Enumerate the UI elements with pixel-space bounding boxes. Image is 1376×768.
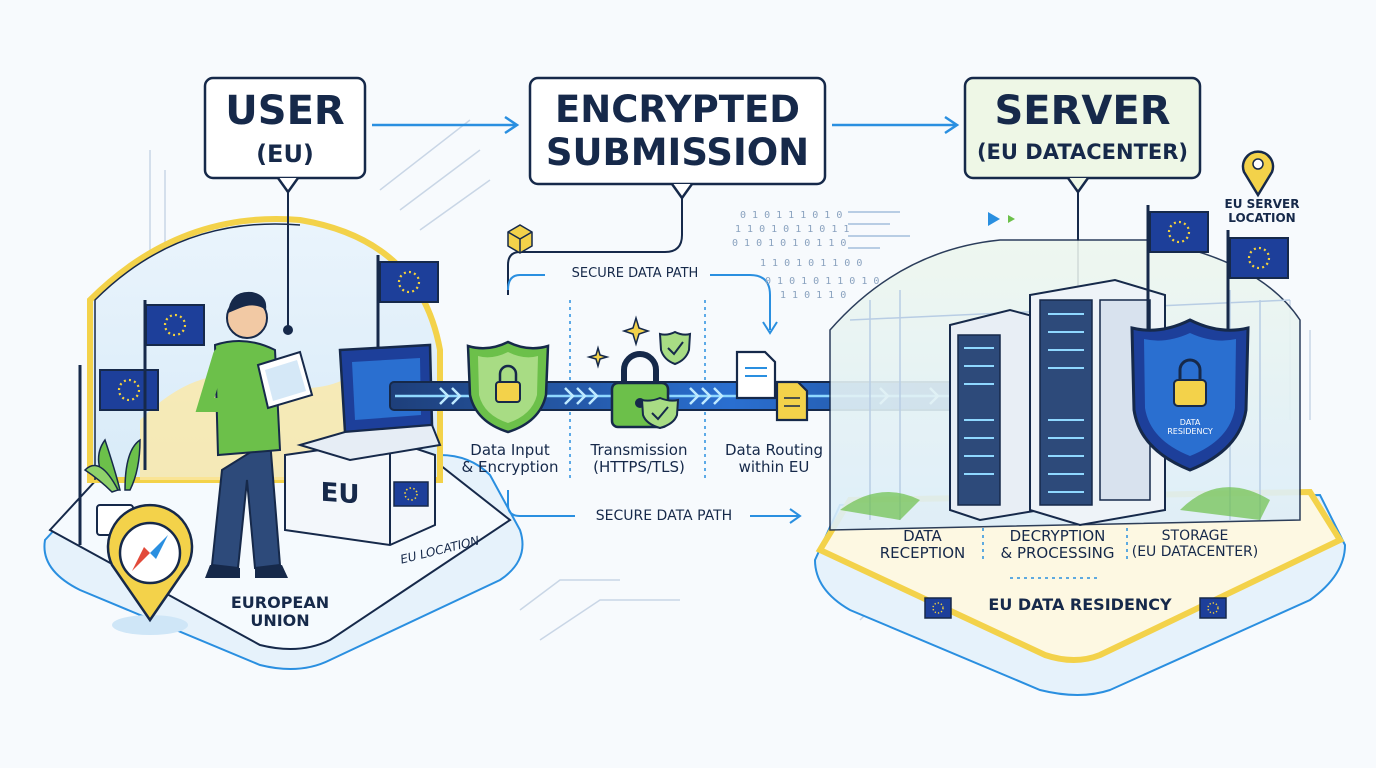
secure-path-bottom-line: [507, 490, 802, 524]
eu-flag-left-3: [376, 255, 440, 360]
title-box-user: [203, 76, 367, 335]
step-transmission-line2: (HTTPS/TLS): [593, 458, 685, 477]
shield-lock-icon: [466, 340, 550, 434]
eu-flag-right-1: [1146, 205, 1210, 330]
sparkle-icon: [586, 315, 651, 369]
secure-path-bottom-label: SECURE DATA PATH: [595, 508, 733, 524]
svg-text:0 1 0 1 0 1 0 1 1 0: 0 1 0 1 0 1 0 1 1 0: [732, 238, 846, 249]
location-pin-icon: [1241, 150, 1275, 198]
eu-server-location-line2: LOCATION: [1228, 210, 1296, 225]
step-transmission-label: Transmission (HTTPS/TLS): [576, 441, 702, 477]
play-icon: [988, 212, 1015, 226]
eu-flag-left-1: [78, 365, 160, 545]
secure-path-top-line: [507, 274, 778, 335]
title-server: SERVER (EU DATACENTER): [965, 88, 1200, 164]
server-step-reception-line1: DATA: [903, 527, 942, 545]
step-input-line1: Data Input: [470, 441, 550, 459]
eu-server-location-line1: EU SERVER: [1224, 197, 1300, 211]
server-step-dividers: [982, 528, 1128, 579]
eu-data-residency-label: EU DATA RESIDENCY: [988, 595, 1172, 614]
secure-path-top-label: SECURE DATA PATH: [571, 266, 699, 281]
step-dividers: [569, 300, 706, 480]
cube-icon: [507, 224, 533, 254]
server-step-reception: DATA RECEPTION: [870, 527, 975, 563]
eu-server-location-label: EU SERVER LOCATION: [1212, 197, 1312, 226]
title-submission-line2: SUBMISSION: [545, 131, 810, 174]
document-icon: [735, 350, 809, 422]
server-step-storage-line1: STORAGE: [1161, 528, 1229, 544]
rim-flag-left: [924, 597, 952, 619]
code-lines-decoration: [848, 211, 910, 249]
step-transmission-line1: Transmission: [590, 441, 688, 459]
data-residency-badge-label: DATA RESIDENCY: [1160, 418, 1220, 436]
european-union-label: EUROPEAN UNION: [210, 593, 350, 631]
title-server-line2: (EU DATACENTER): [976, 140, 1189, 164]
eu-box: [284, 438, 436, 547]
step-routing-label: Data Routing within EU: [710, 441, 838, 477]
step-input-line2: & Encryption: [461, 458, 559, 477]
flow-arrow-top-2: [832, 115, 960, 135]
eu-flag-left-2: [143, 300, 206, 470]
data-residency-shield: [1130, 318, 1250, 472]
padlock-icon: [610, 351, 680, 430]
binary-stream-decoration: 0 1 0 1 1 1 0 1 0 1 1 0 1 0 1 1 0 1 1 0 …: [732, 210, 879, 301]
svg-text:0 1 0 1 0 1 1 0 1 0: 0 1 0 1 0 1 1 0 1 0: [765, 276, 879, 287]
eu-box-label: EU: [320, 477, 360, 511]
title-box-server: [963, 76, 1202, 290]
server-step-storage-line2: (EU DATACENTER): [1131, 544, 1259, 561]
svg-text:0 1 0 1 1 1 0 1 0: 0 1 0 1 1 1 0 1 0: [740, 210, 842, 221]
server-step-reception-line2: RECEPTION: [879, 544, 966, 563]
title-box-submission: [507, 76, 827, 295]
title-user-line1: USER: [225, 88, 345, 134]
step-routing-line2: within EU: [738, 458, 810, 477]
step-input-label: Data Input & Encryption: [450, 441, 570, 477]
title-user-line2: (EU): [256, 140, 314, 168]
server-step-decryption: DECRYPTION & PROCESSING: [990, 527, 1125, 563]
tablet-icon: [256, 350, 314, 410]
step-routing-line1: Data Routing: [724, 441, 824, 459]
european-union-line1: EUROPEAN: [230, 593, 330, 612]
svg-text:1 1 0 1 0 1 1 0 1 1: 1 1 0 1 0 1 1 0 1 1: [735, 224, 849, 235]
server-step-storage: STORAGE (EU DATACENTER): [1130, 528, 1260, 560]
server-step-decryption-line1: DECRYPTION: [1009, 527, 1106, 545]
check-shield-icon: [658, 330, 692, 366]
european-union-line2: UNION: [250, 611, 310, 631]
data-residency-badge-line2: RESIDENCY: [1167, 427, 1213, 437]
title-server-line1: SERVER: [994, 88, 1171, 134]
title-submission: ENCRYPTED SUBMISSION: [530, 88, 825, 174]
compass-location-pin: [106, 503, 194, 635]
rim-flag-right: [1199, 597, 1227, 619]
title-submission-line1: ENCRYPTED: [555, 88, 800, 131]
svg-text:1 1 0 1 1 0: 1 1 0 1 1 0: [780, 290, 846, 301]
server-step-decryption-line2: & PROCESSING: [1000, 544, 1115, 563]
flow-arrow-top-1: [372, 115, 520, 135]
svg-text:1 1 0 1 0 1 1 0 0: 1 1 0 1 0 1 1 0 0: [760, 258, 862, 269]
data-residency-badge-line1: DATA: [1179, 418, 1201, 427]
title-user: USER (EU): [205, 88, 365, 168]
eu-flag-right-2: [1226, 230, 1290, 330]
